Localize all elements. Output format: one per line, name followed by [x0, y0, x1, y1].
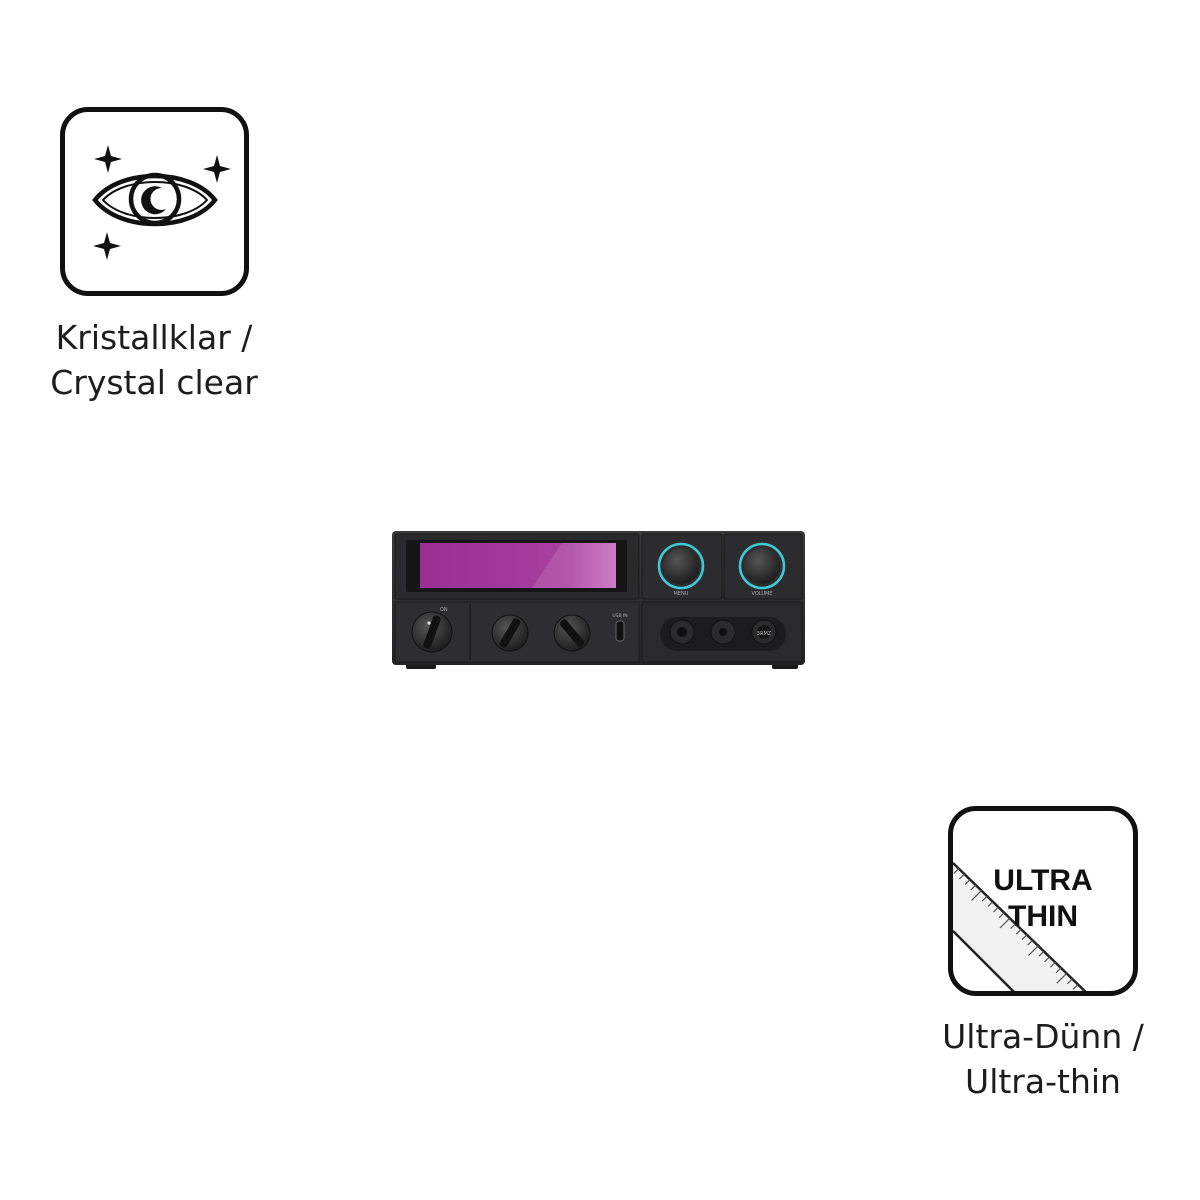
usb-c-port	[615, 620, 625, 642]
ultra-thin-caption: Ultra-Dünn / Ultra-thin	[893, 1014, 1193, 1104]
ruler-tick	[970, 884, 977, 891]
ruler-tick	[1066, 978, 1073, 985]
jack-3-5mm	[719, 628, 727, 636]
menu-knob[interactable]	[663, 548, 699, 584]
ruler-tick	[964, 879, 971, 885]
ruler-tick	[953, 868, 960, 874]
usb-label: USB IN	[612, 613, 627, 619]
ruler-tick	[971, 890, 982, 901]
ruler-tick	[959, 873, 965, 880]
ruler-tick	[999, 917, 1011, 929]
menu-label: MENU	[674, 591, 689, 597]
volume-label: VOLUME	[752, 591, 773, 597]
ruler-tick	[1078, 989, 1085, 991]
audio-amplifier-image: MENU VOLUME ON USB IN 3RMZ	[392, 531, 805, 674]
ruler-ultra-thin-icon	[953, 862, 1096, 991]
caption-line-1: Ultra-Dünn /	[942, 1017, 1144, 1056]
ultra-thin-badge: ULTRA THIN	[948, 806, 1138, 996]
ruler-tick	[993, 906, 999, 913]
ruler-tick	[1027, 939, 1033, 946]
eye-sparkle-icon	[92, 145, 231, 260]
caption-line-2: Crystal clear	[50, 363, 258, 402]
badge-ultra-text: ULTRA	[993, 864, 1093, 897]
crystal-clear-badge	[60, 107, 249, 296]
caption-line-2: Ultra-thin	[965, 1062, 1121, 1101]
ruler-tick	[1049, 961, 1056, 968]
ruler-tick	[1027, 945, 1039, 957]
caption-line-1: Kristallklar /	[55, 318, 253, 357]
ruler-tick	[1055, 967, 1062, 974]
ruler-tick	[1072, 984, 1079, 990]
xlr-jack	[757, 625, 771, 639]
ruler-tick	[1010, 923, 1016, 930]
ruler-tick	[1021, 934, 1028, 941]
ruler-tick	[987, 901, 994, 907]
input-label: 3RMZ	[757, 631, 772, 637]
ruler-tick	[998, 912, 1005, 919]
crystal-clear-caption: Kristallklar / Crystal clear	[4, 315, 304, 405]
ruler-tick	[1038, 950, 1045, 957]
display-screen	[420, 543, 616, 588]
ruler-tick	[1015, 928, 1022, 935]
badge-thin-text: THIN	[1008, 900, 1078, 933]
jack-6-3mm	[677, 627, 687, 637]
ruler-tick	[1044, 956, 1050, 963]
ruler-tick	[981, 895, 988, 902]
ruler-tick	[1056, 972, 1068, 984]
on-label: ON	[440, 607, 448, 613]
volume-knob[interactable]	[744, 548, 780, 584]
